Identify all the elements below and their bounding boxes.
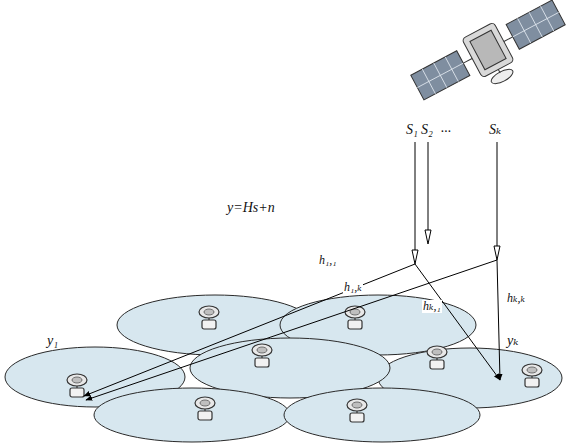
signal-name: ... bbox=[440, 120, 453, 135]
output-label: yₖ bbox=[506, 333, 519, 348]
beams bbox=[412, 142, 500, 264]
beam-cone bbox=[412, 250, 418, 264]
channel-line bbox=[497, 260, 500, 380]
beam-cone bbox=[425, 230, 431, 244]
terminal-icon bbox=[427, 346, 447, 369]
channel-label: h₁,ₖ bbox=[343, 281, 363, 294]
satellite bbox=[407, 0, 570, 118]
equation: y=Hs+n bbox=[226, 200, 276, 215]
channel-paths bbox=[84, 260, 500, 400]
terminals bbox=[67, 306, 542, 422]
beam-cell bbox=[94, 388, 290, 442]
channel-label: hₖ,₁ bbox=[422, 300, 442, 313]
signal-name: S₂ bbox=[420, 122, 434, 137]
antenna-dish bbox=[489, 66, 515, 86]
terminal-icon bbox=[252, 344, 272, 367]
terminal-icon bbox=[347, 399, 367, 422]
signal-name: Sₖ bbox=[488, 122, 502, 137]
channel-line bbox=[84, 264, 415, 396]
terminal-icon bbox=[345, 306, 365, 329]
terminal-icon bbox=[522, 364, 542, 387]
channel-label: h₁,₁ bbox=[318, 254, 337, 267]
satellite-body bbox=[470, 30, 506, 70]
beam-cell bbox=[284, 388, 480, 442]
channel-label: hₖ,ₖ bbox=[506, 292, 526, 305]
signal-name: S₁ bbox=[405, 122, 419, 137]
output-label: y₁ bbox=[46, 333, 59, 348]
terminal-icon bbox=[67, 374, 87, 397]
beam-cone bbox=[494, 246, 500, 260]
coverage-cells bbox=[5, 295, 562, 442]
channel-line bbox=[86, 260, 497, 400]
terminal-icon bbox=[199, 306, 219, 329]
channel-line bbox=[415, 264, 500, 380]
terminal-icon bbox=[195, 397, 215, 420]
